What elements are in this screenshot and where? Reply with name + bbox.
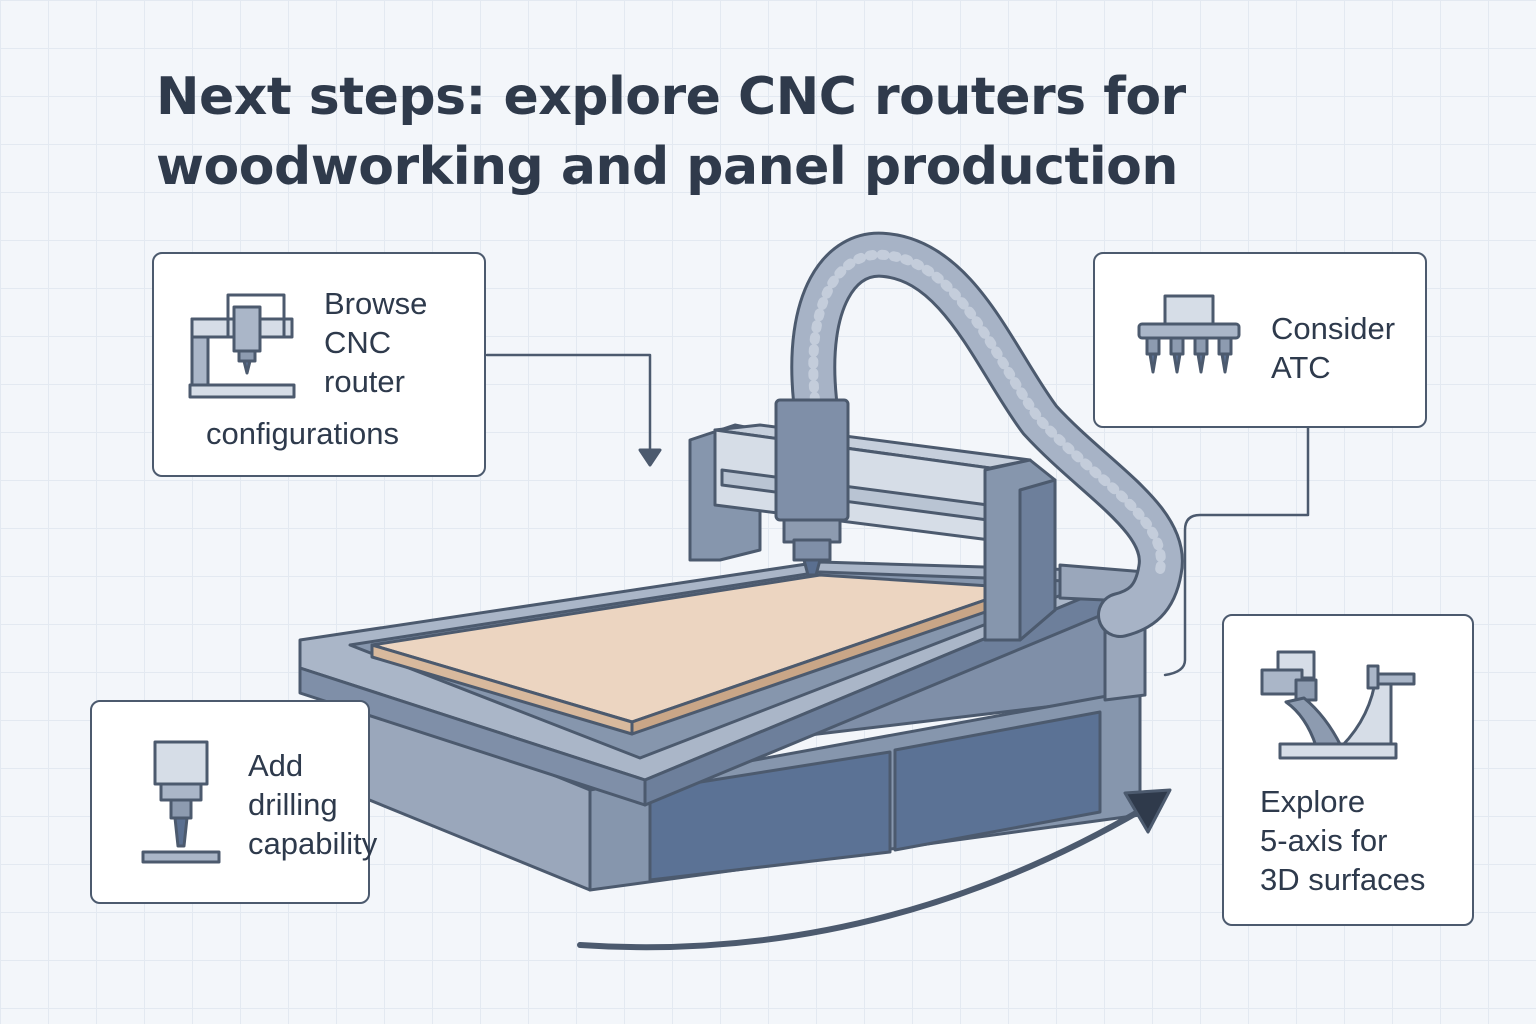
connector-browse	[485, 353, 652, 457]
gantry-router-icon	[188, 293, 296, 399]
five-axis-line-1: Explore	[1260, 784, 1366, 819]
drilling-line-1: Add	[248, 748, 304, 783]
step-card-drilling[interactable]: Add drilling capability	[90, 700, 377, 904]
page-title: Next steps: explore CNC routers for wood…	[156, 62, 1336, 202]
step-label-browse: Browse CNC router	[324, 284, 427, 401]
gantry-right-upright-face	[1018, 478, 1057, 642]
connector-atc	[1163, 426, 1310, 677]
drilling-line-3: capability	[248, 826, 378, 861]
spindle-body	[792, 538, 832, 562]
connector-browse-arrowhead	[638, 448, 662, 467]
browse-line-1: Browse	[324, 286, 428, 321]
five-axis-line-3: 3D surfaces	[1260, 862, 1426, 897]
sweep-arrow-head	[1123, 788, 1172, 834]
tool-changer-icon	[1137, 294, 1241, 374]
step-card-five-axis[interactable]: Explore 5-axis for 3D surfaces	[1222, 614, 1474, 926]
dust-hose-highlight	[808, 249, 1166, 575]
spindle-tool	[802, 558, 822, 577]
five-axis-head-icon	[1260, 650, 1416, 760]
drill-spindle-icon	[141, 740, 221, 864]
step-label-five-axis: Explore 5-axis for 3D surfaces	[1260, 782, 1425, 899]
drilling-line-2: drilling	[248, 787, 338, 822]
step-card-atc[interactable]: Consider ATC	[1093, 252, 1427, 428]
sweep-arrow	[577, 802, 1153, 951]
browse-line-2: CNC	[324, 325, 392, 360]
step-label-atc: Consider ATC	[1271, 309, 1395, 387]
atc-line-2: ATC	[1271, 350, 1331, 385]
title-line-1: Next steps: explore CNC routers for	[156, 67, 1186, 127]
step-label-drilling: Add drilling capability	[248, 746, 377, 863]
five-axis-line-2: 5-axis for	[1260, 823, 1388, 858]
spindle-carriage	[774, 398, 850, 522]
browse-line-3: router	[324, 364, 405, 399]
cabinet-panel-right	[893, 710, 1102, 852]
atc-line-1: Consider	[1271, 311, 1396, 346]
step-label-browse-tail: configurations	[206, 416, 400, 451]
title-line-2: woodworking and panel production	[156, 137, 1178, 197]
cabinet-panel-left	[648, 750, 892, 882]
step-card-browse[interactable]: Browse CNC router configurations	[152, 252, 486, 477]
